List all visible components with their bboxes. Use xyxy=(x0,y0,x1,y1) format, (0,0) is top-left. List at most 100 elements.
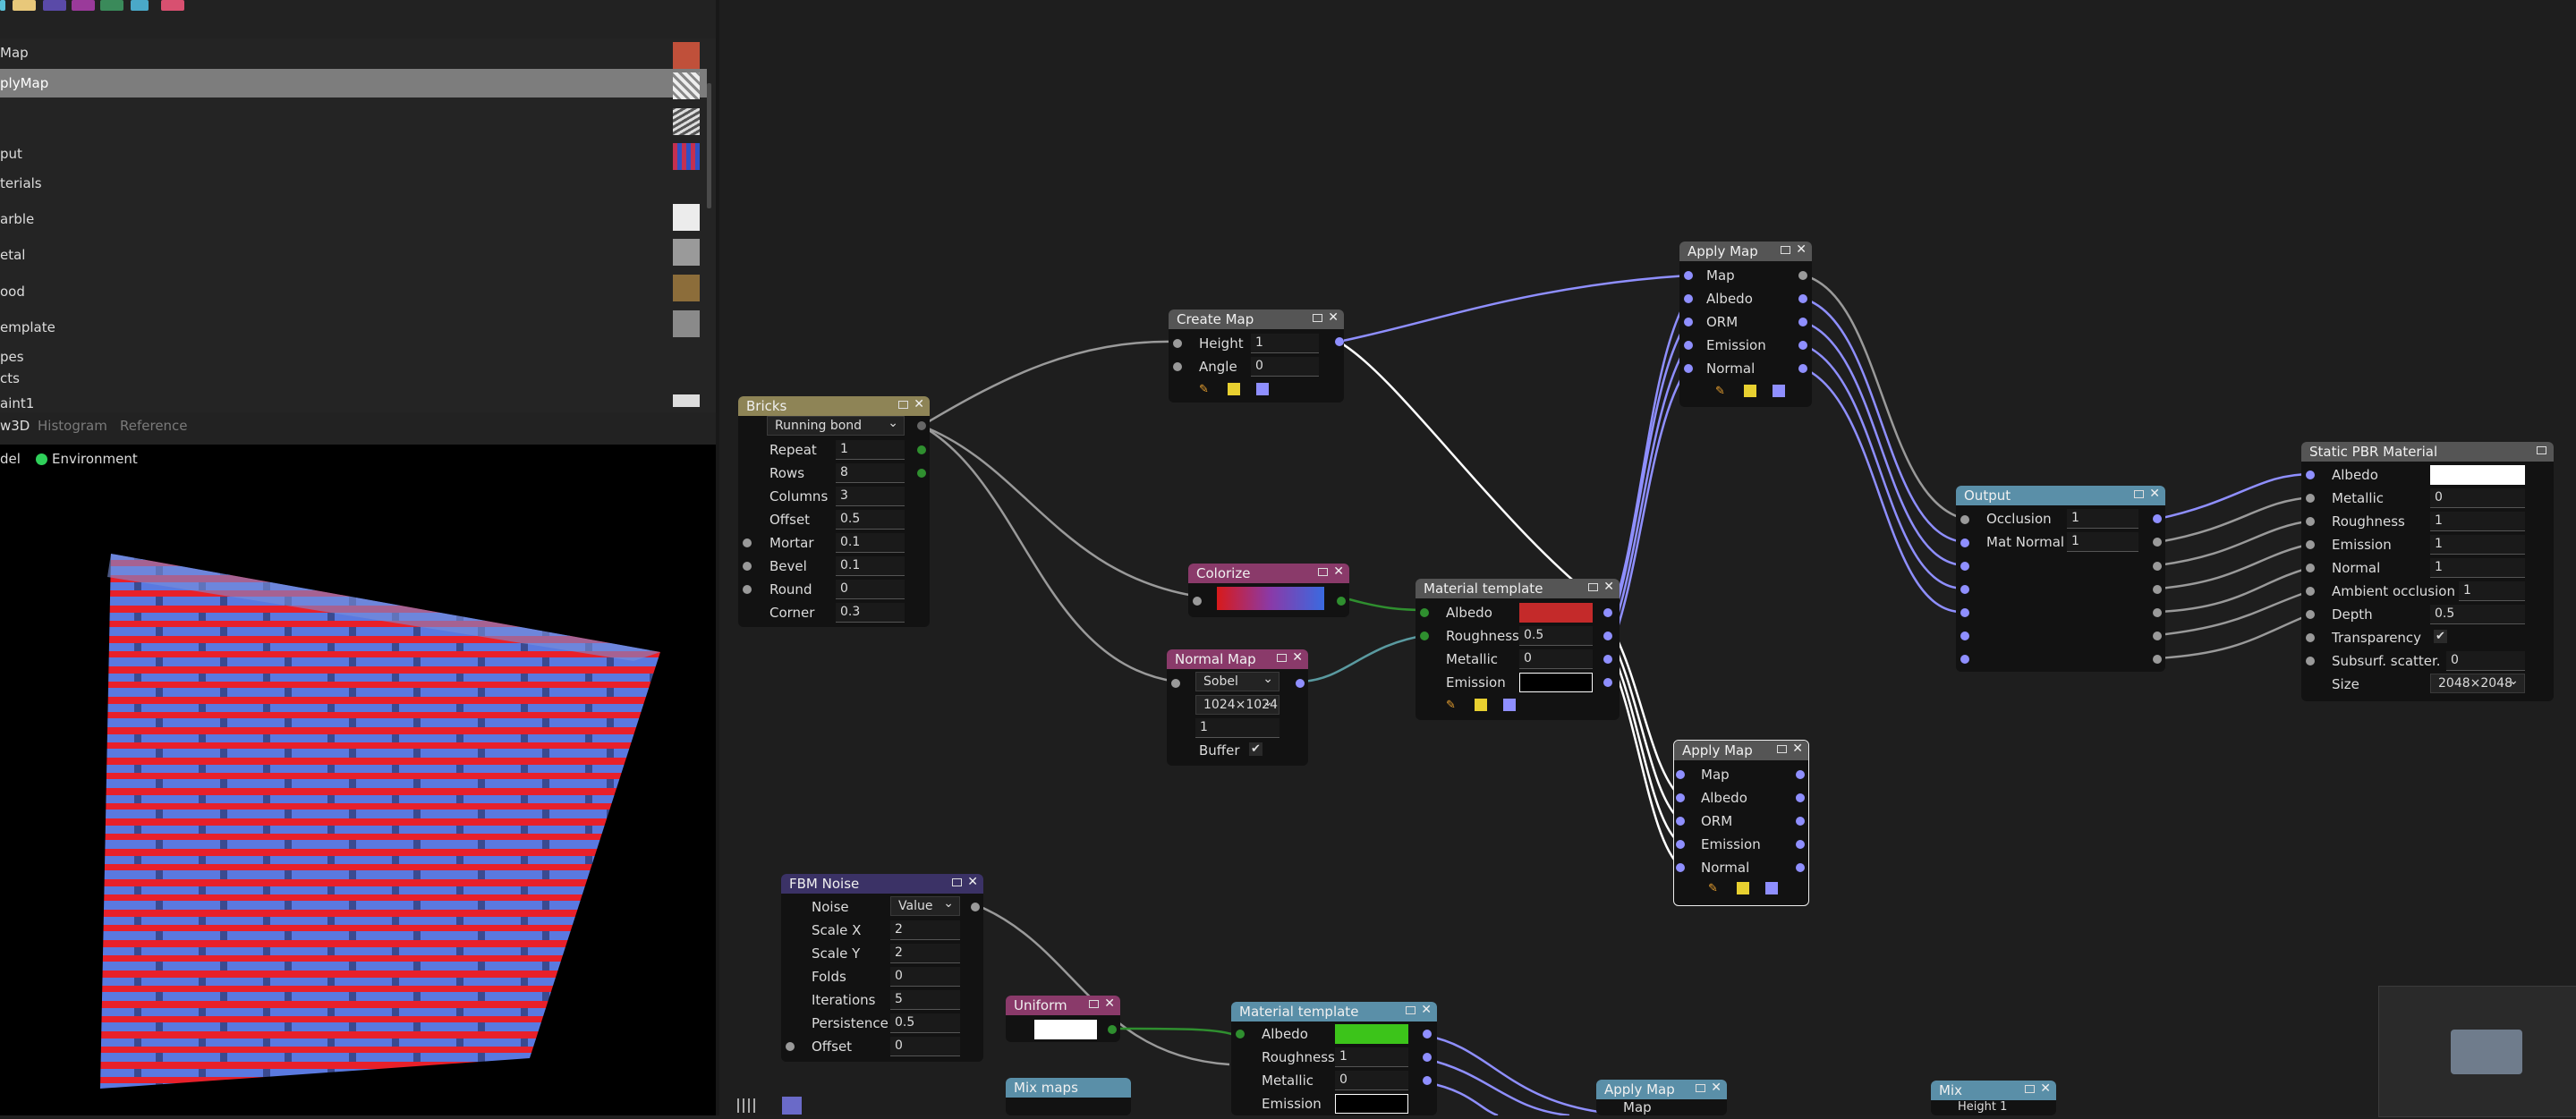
param-field[interactable]: 1 xyxy=(2067,532,2138,552)
node-mix-maps[interactable]: Mix maps xyxy=(1006,1078,1131,1115)
param-field[interactable]: 0.5 xyxy=(836,510,905,530)
file-icon[interactable] xyxy=(1228,383,1240,395)
input-port[interactable] xyxy=(2306,610,2315,619)
close-icon[interactable]: ✕ xyxy=(1792,742,1803,756)
output-port[interactable] xyxy=(1796,793,1805,802)
tab-histogram[interactable]: Histogram xyxy=(38,418,107,434)
preview-icon[interactable] xyxy=(1277,654,1287,662)
param-field[interactable]: 0 xyxy=(890,967,960,987)
preview-icon[interactable] xyxy=(1313,314,1322,322)
filter-dropdown[interactable]: Sobel xyxy=(1195,670,1279,691)
transparency-checkbox[interactable]: ✔ xyxy=(2434,630,2447,643)
input-port[interactable] xyxy=(1193,597,1202,606)
output-port[interactable] xyxy=(2153,538,2162,547)
input-port[interactable] xyxy=(1960,655,1969,664)
pencil-icon[interactable]: ✎ xyxy=(1199,383,1209,396)
output-port[interactable] xyxy=(2153,655,2162,664)
output-port[interactable] xyxy=(2153,608,2162,617)
preview-icon[interactable] xyxy=(898,401,908,409)
input-port[interactable] xyxy=(2306,564,2315,572)
input-port[interactable] xyxy=(1420,632,1429,640)
output-port[interactable] xyxy=(1798,318,1807,326)
library-item[interactable]: pes xyxy=(0,343,707,371)
input-port[interactable] xyxy=(2306,633,2315,642)
input-port[interactable] xyxy=(1676,793,1685,802)
dots-icon[interactable] xyxy=(161,0,184,11)
amount-field[interactable]: 1 xyxy=(1195,718,1279,738)
output-port[interactable] xyxy=(971,903,980,911)
input-port[interactable] xyxy=(1684,294,1693,303)
node-header[interactable]: Static PBR Material xyxy=(2301,442,2554,462)
palette-icon[interactable] xyxy=(0,0,5,11)
graph-minimap[interactable] xyxy=(2378,986,2576,1117)
param-field[interactable]: 1 xyxy=(836,440,905,460)
input-port[interactable] xyxy=(1960,515,1969,524)
output-port[interactable] xyxy=(1296,679,1305,688)
preview-icon[interactable] xyxy=(1318,568,1328,576)
preview-icon[interactable] xyxy=(2134,490,2144,498)
input-port[interactable] xyxy=(1236,1030,1245,1038)
size-dropdown[interactable]: 1024×1024 xyxy=(1195,693,1279,715)
filter-icon[interactable] xyxy=(72,0,95,11)
grid-icon[interactable] xyxy=(13,0,36,11)
input-port[interactable] xyxy=(2306,470,2315,479)
param-field[interactable]: 0 xyxy=(1519,649,1593,669)
input-port[interactable] xyxy=(786,1042,795,1051)
output-port[interactable] xyxy=(1796,817,1805,826)
emission-color-swatch[interactable] xyxy=(1335,1094,1408,1114)
preview-icon[interactable] xyxy=(2537,446,2546,454)
param-field[interactable]: 0.1 xyxy=(836,556,905,576)
input-port[interactable] xyxy=(743,585,752,594)
input-port[interactable] xyxy=(1684,364,1693,373)
param-field[interactable]: 0 xyxy=(1251,357,1319,377)
preview-3d-viewport[interactable] xyxy=(0,445,716,1115)
node-header[interactable]: Material template ✕ xyxy=(1416,579,1620,598)
albedo-color-swatch[interactable] xyxy=(1335,1024,1408,1044)
output-port[interactable] xyxy=(917,445,926,454)
library-item[interactable]: emplate xyxy=(0,313,707,342)
file-icon[interactable] xyxy=(1475,699,1487,711)
output-port[interactable] xyxy=(1798,341,1807,350)
output-port[interactable] xyxy=(1603,632,1612,640)
preview-icon[interactable] xyxy=(1696,1084,1705,1092)
measure-icon[interactable] xyxy=(100,0,123,11)
param-field[interactable]: 0 xyxy=(2446,651,2525,671)
preview-icon[interactable] xyxy=(1089,1000,1099,1008)
input-port[interactable] xyxy=(2306,657,2315,665)
param-field[interactable]: 2 xyxy=(890,944,960,963)
node-header[interactable]: Apply Map ✕ xyxy=(1596,1080,1727,1099)
output-port[interactable] xyxy=(2153,632,2162,640)
input-port[interactable] xyxy=(1684,271,1693,280)
save-icon[interactable] xyxy=(1503,699,1516,711)
output-port[interactable] xyxy=(1423,1053,1432,1062)
library-item[interactable]: Map xyxy=(0,38,707,67)
input-port[interactable] xyxy=(1676,863,1685,872)
library-item-selected[interactable]: plyMap xyxy=(0,69,707,97)
param-field[interactable]: 1 xyxy=(2459,581,2525,601)
environment-menu[interactable]: Environment xyxy=(52,451,138,467)
library-scrollbar[interactable] xyxy=(707,83,711,208)
param-field[interactable]: 0.5 xyxy=(2430,605,2525,624)
input-port[interactable] xyxy=(1173,362,1182,371)
close-icon[interactable]: ✕ xyxy=(967,875,978,889)
param-field[interactable]: 0 xyxy=(1335,1071,1408,1090)
param-field[interactable]: 1 xyxy=(2067,509,2138,529)
close-icon[interactable]: ✕ xyxy=(1292,650,1303,665)
library-item[interactable]: aint1 xyxy=(0,389,707,411)
node-normal-map[interactable]: Normal Map ✕ Sobel 1024×1024 1 Buffer ✔ xyxy=(1167,649,1308,766)
input-port[interactable] xyxy=(1420,608,1429,617)
save-icon[interactable] xyxy=(1765,882,1778,894)
close-icon[interactable]: ✕ xyxy=(914,397,924,411)
param-field[interactable]: 0 xyxy=(836,580,905,599)
model-menu[interactable]: del xyxy=(0,451,21,467)
close-icon[interactable]: ✕ xyxy=(1603,580,1614,594)
output-port[interactable] xyxy=(1796,840,1805,849)
pattern-dropdown[interactable]: Running bond xyxy=(767,414,905,436)
input-port[interactable] xyxy=(2306,494,2315,503)
buffer-checkbox[interactable]: ✔ xyxy=(1249,742,1262,756)
tab-reference[interactable]: Reference xyxy=(120,418,188,434)
node-colorize[interactable]: Colorize ✕ xyxy=(1188,564,1349,617)
library-item[interactable]: put xyxy=(0,140,707,168)
close-icon[interactable]: ✕ xyxy=(2149,487,2160,501)
